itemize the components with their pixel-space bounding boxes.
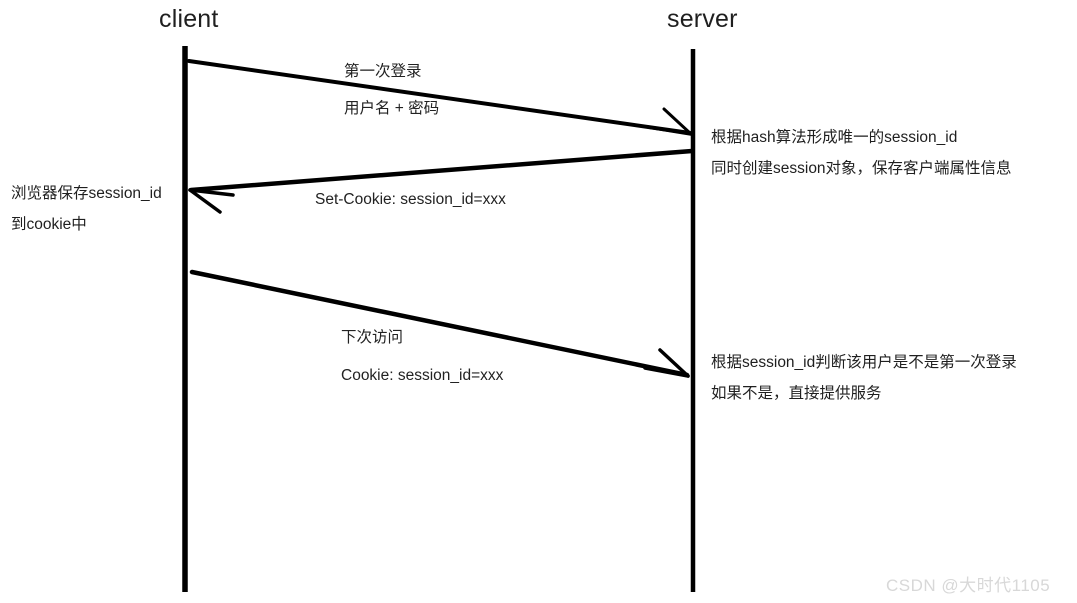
actor-label-server: server [667, 5, 738, 33]
actor-label-client: client [159, 5, 219, 33]
message-label-set-cookie: Set-Cookie: session_id=xxx [315, 191, 506, 208]
message-label-next-visit-line1: 下次访问 [341, 329, 404, 346]
watermark: CSDN @大时代1105 [886, 576, 1051, 595]
message-label-next-visit-line2: Cookie: session_id=xxx [341, 367, 504, 384]
note-line: 浏览器保存session_id [11, 185, 162, 202]
note-line: 根据session_id判断该用户是不是第一次登录 [711, 354, 1017, 371]
note-line: 同时创建session对象，保存客户端属性信息 [711, 160, 1012, 177]
note-line: 到cookie中 [11, 216, 87, 233]
arrow-msg-next-visit [189, 269, 690, 378]
message-label-login-request-line1: 第一次登录 [344, 63, 422, 80]
arrow-msg-login-request [187, 59, 693, 136]
note-server-check-session: 根据session_id判断该用户是不是第一次登录 如果不是，直接提供服务 [711, 347, 1017, 409]
note-line: 如果不是，直接提供服务 [711, 385, 882, 402]
note-line: 根据hash算法形成唯一的session_id [711, 129, 958, 146]
note-client-store-cookie: 浏览器保存session_id 到cookie中 [11, 178, 162, 240]
note-server-create-session: 根据hash算法形成唯一的session_id 同时创建session对象，保存… [711, 122, 1012, 184]
message-label-login-request-line2: 用户名 + 密码 [344, 100, 440, 117]
